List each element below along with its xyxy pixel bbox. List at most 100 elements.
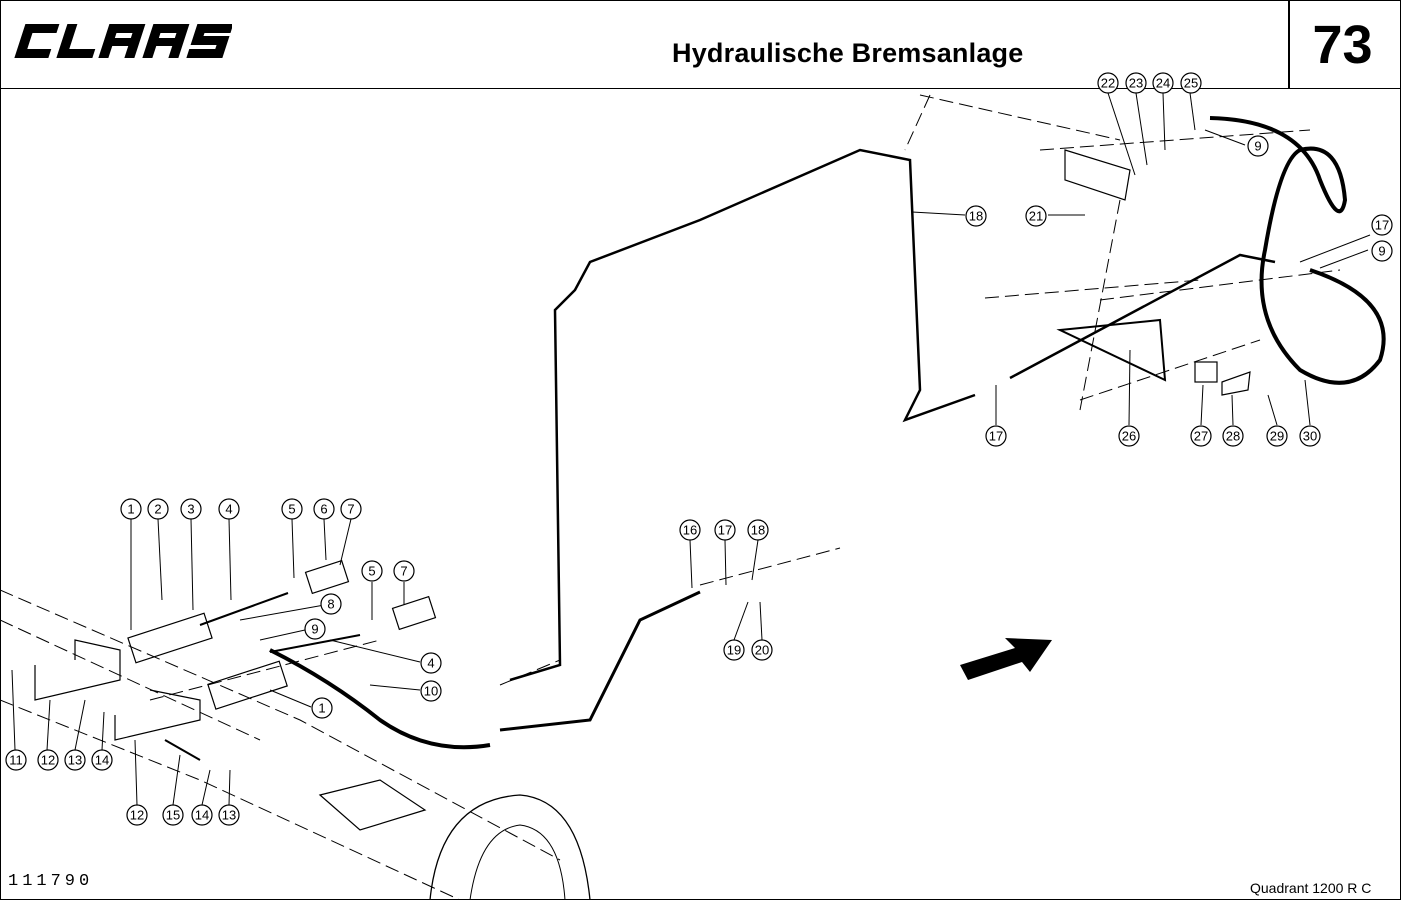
page-number: 73 (1312, 15, 1373, 75)
mount-plate (1064, 149, 1131, 201)
callout-21: 21 (1025, 205, 1047, 227)
svg-text:26: 26 (1122, 429, 1136, 444)
svg-text:14: 14 (95, 753, 109, 768)
callout-22: 22 (1097, 72, 1119, 94)
bracket-12-upper (34, 639, 121, 701)
bracket-26 (1056, 318, 1167, 382)
callout-13: 13 (64, 749, 86, 771)
callout-15: 15 (162, 804, 184, 826)
callout-6: 6 (313, 498, 335, 520)
callout-4b: 4 (420, 652, 442, 674)
callout-14: 14 (91, 749, 113, 771)
svg-text:15: 15 (166, 808, 180, 823)
callout-1: 1 (120, 498, 142, 520)
callout-25: 25 (1180, 72, 1202, 94)
svg-text:18: 18 (751, 523, 765, 538)
callout-17b: 17 (1371, 214, 1393, 236)
callout-16: 16 (679, 519, 701, 541)
callout-2: 2 (147, 498, 169, 520)
callout-23: 23 (1125, 72, 1147, 94)
svg-text:1: 1 (318, 701, 325, 716)
svg-text:7: 7 (347, 502, 354, 517)
callout-20: 20 (751, 639, 773, 661)
callout-14b: 14 (191, 804, 213, 826)
svg-text:1: 1 (127, 502, 134, 517)
valve-7-upper (304, 559, 350, 595)
svg-text:7: 7 (400, 564, 407, 579)
svg-text:14: 14 (195, 808, 209, 823)
document-number: 111790 (8, 872, 94, 891)
svg-text:11: 11 (9, 753, 23, 768)
callout-29: 29 (1266, 425, 1288, 447)
svg-text:3: 3 (187, 502, 194, 517)
callout-4: 4 (218, 498, 240, 520)
rod-4-lower (269, 634, 361, 653)
callout-5b: 5 (361, 560, 383, 582)
brake-line-main (499, 590, 701, 732)
wheel-cylinder-upper (127, 612, 213, 664)
svg-text:4: 4 (225, 502, 232, 517)
callout-24: 24 (1152, 72, 1174, 94)
svg-text:6: 6 (320, 502, 327, 517)
svg-text:20: 20 (755, 643, 769, 658)
chassis-outline (0, 94, 1341, 900)
callout-13b: 13 (218, 804, 240, 826)
claas-logo (14, 24, 232, 58)
header-divider (1288, 0, 1290, 88)
svg-text:29: 29 (1270, 429, 1284, 444)
svg-text:16: 16 (683, 523, 697, 538)
svg-text:12: 12 (41, 753, 55, 768)
callout-3: 3 (180, 498, 202, 520)
svg-text:21: 21 (1029, 209, 1043, 224)
callout-5: 5 (281, 498, 303, 520)
callout-12: 12 (37, 749, 59, 771)
svg-text:18: 18 (969, 209, 983, 224)
hose-10 (269, 648, 491, 750)
clip-28 (1221, 371, 1251, 396)
model-name: Quadrant 1200 R C (1250, 880, 1372, 896)
svg-text:30: 30 (1303, 429, 1317, 444)
svg-text:13: 13 (68, 753, 82, 768)
brake-line-long (509, 148, 976, 682)
callout-17c: 17 (985, 425, 1007, 447)
svg-text:8: 8 (327, 597, 334, 612)
callout-1b: 1 (311, 697, 333, 719)
callout-19: 19 (723, 639, 745, 661)
svg-text:24: 24 (1156, 76, 1170, 91)
page-title: Hydraulische Bremsanlage (672, 38, 1024, 68)
svg-text:27: 27 (1194, 429, 1208, 444)
callout-9b: 9 (1247, 135, 1269, 157)
rod-4-upper (199, 592, 289, 626)
callout-30: 30 (1299, 425, 1321, 447)
wheel-cylinder-lower (207, 660, 288, 710)
svg-text:2: 2 (154, 502, 161, 517)
callout-17: 17 (714, 519, 736, 541)
leader-lines (11, 92, 1371, 806)
svg-text:13: 13 (222, 808, 236, 823)
svg-text:9: 9 (1254, 139, 1261, 154)
hose-30 (1209, 116, 1386, 385)
bolt-15 (164, 739, 201, 761)
svg-text:22: 22 (1101, 76, 1115, 91)
svg-text:9: 9 (311, 622, 318, 637)
callout-9c: 9 (1371, 240, 1393, 262)
callout-18b: 18 (965, 205, 987, 227)
bracket-12-lower (114, 689, 201, 741)
header: Hydraulische Bremsanlage 73 (0, 0, 1401, 89)
svg-text:10: 10 (424, 684, 438, 699)
callouts: 1 2 3 4 5 6 7 5 7 8 9 4 10 1 11 12 13 14… (5, 72, 1393, 826)
callout-12b: 12 (126, 804, 148, 826)
callout-9: 9 (304, 618, 326, 640)
svg-text:9: 9 (1378, 244, 1385, 259)
brake-line-right (1009, 253, 1276, 380)
callout-11: 11 (5, 749, 27, 771)
svg-text:17: 17 (1375, 218, 1389, 233)
svg-text:28: 28 (1226, 429, 1240, 444)
travel-direction-arrow-icon (960, 638, 1052, 680)
callout-18: 18 (747, 519, 769, 541)
fitting-27 (1194, 361, 1218, 383)
callout-7: 7 (340, 498, 362, 520)
callout-8: 8 (320, 593, 342, 615)
svg-text:5: 5 (368, 564, 375, 579)
